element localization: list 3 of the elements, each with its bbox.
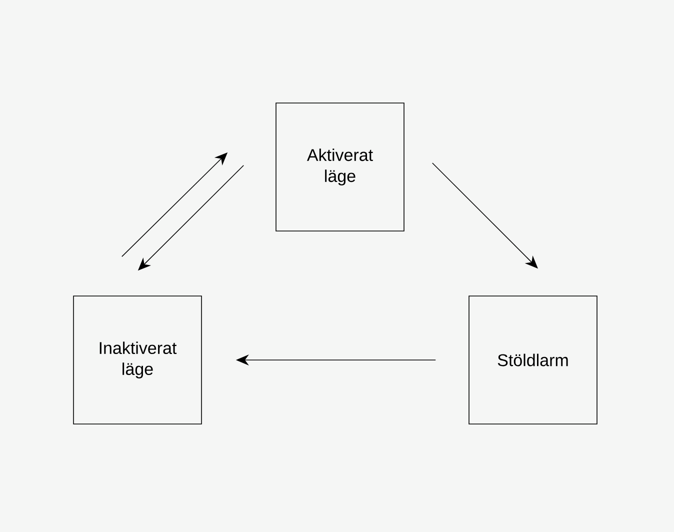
state-box: Aktiverat läge: [276, 102, 404, 232]
state-box: Inaktiverat läge: [73, 296, 202, 424]
state-box: Stöldlarm: [468, 296, 598, 424]
